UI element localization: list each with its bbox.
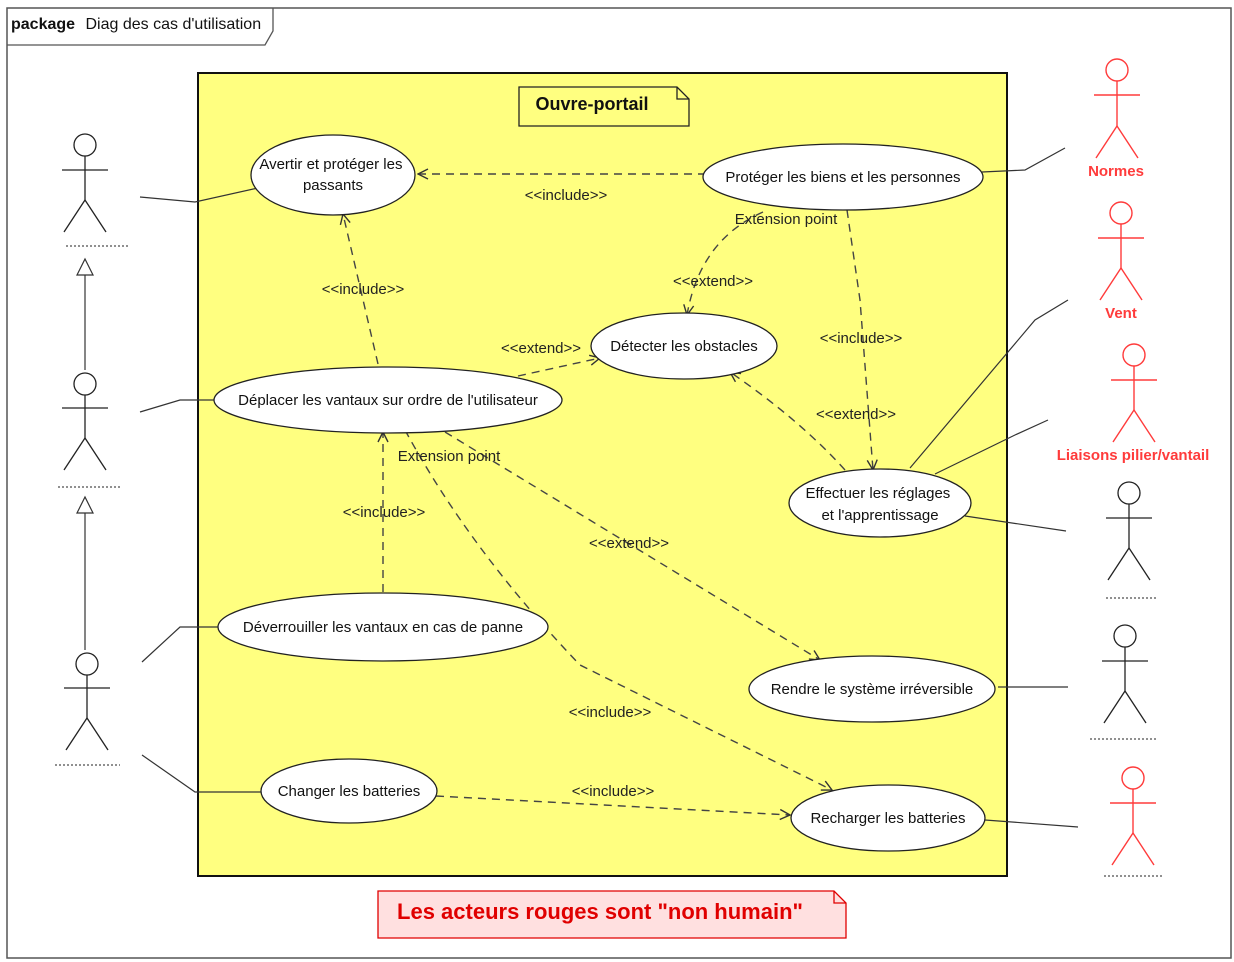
associations (139, 147, 1079, 828)
actor-head-icon (1121, 766, 1145, 790)
label-include-5: <<include>> (569, 704, 652, 721)
actor-left-1[interactable] (62, 133, 128, 247)
actor-right-2[interactable] (1090, 624, 1156, 740)
use-case-irreversible[interactable]: Rendre le système irréversible (748, 655, 996, 723)
assoc-normes-proteger (981, 147, 1066, 173)
label-include-2: <<include>> (322, 281, 405, 298)
actor-head-icon (1109, 201, 1133, 225)
use-case-deplacer[interactable]: Déplacer les vantaux sur ordre de l'util… (213, 366, 563, 434)
svg-text:Changer les batteries: Changer les batteries (278, 783, 421, 800)
assoc-left-3-changer (141, 754, 262, 793)
actor-liaisons-name: Liaisons pilier/vantail (1057, 447, 1210, 464)
assoc-vent-reglages (909, 299, 1069, 469)
label-extend-2: <<extend>> (673, 273, 753, 290)
actor-normes-name: Normes (1088, 163, 1144, 180)
label-extend-3: <<extend>> (816, 406, 896, 423)
label-extension-point-1: Extension point (735, 211, 838, 228)
use-case-changer-line-1: Changer les batteries (278, 783, 421, 800)
actor-left-2[interactable] (58, 372, 120, 488)
package-frame (6, 7, 1232, 959)
label-extension-point-2: Extension point (398, 448, 501, 465)
generalizations (76, 257, 94, 650)
use-case-deplacer-line-1: Déplacer les vantaux sur ordre de l'util… (238, 392, 538, 409)
use-case-irreversible-line-1: Rendre le système irréversible (771, 681, 974, 698)
package-label: package Diag des cas d'utilisation (11, 16, 261, 33)
extend-deplacer-irreversible (444, 431, 820, 660)
relationships (343, 174, 873, 815)
svg-text:Avertir et protéger les: Avertir et protéger les passants (259, 156, 406, 194)
use-case-proteger-line-1: Protéger les biens et les personnes (725, 169, 960, 186)
use-case-recharger-line-1: Recharger les batteries (810, 810, 965, 827)
system-name: Ouvre-portail (535, 94, 648, 114)
assoc-left-1-avertir (139, 187, 259, 203)
label-extend-1: <<extend>> (501, 340, 581, 357)
assoc-left-3-deverrouiller (141, 626, 220, 663)
svg-text:Effectuer les réglages e: Effectuer les réglages et l'apprentissag… (806, 485, 955, 524)
label-include-1: <<include>> (525, 187, 608, 204)
actor-head-icon (73, 372, 97, 396)
actor-head-icon (1117, 481, 1141, 505)
svg-text:Déverrouiller les vantaux en c: Déverrouiller les vantaux en cas de pann… (243, 619, 523, 636)
assoc-right-1-reglages (964, 515, 1067, 532)
note-text: Les acteurs rouges sont "non humain" (397, 899, 803, 924)
assoc-liaisons-reglages (934, 419, 1049, 475)
actor-head-icon (75, 652, 99, 676)
include-deplacer-avertir (343, 214, 379, 365)
svg-text:Déplacer les vantaux sur ordre: Déplacer les vantaux sur ordre de l'util… (238, 392, 538, 409)
include-proteger-reglages (846, 209, 873, 470)
use-case-avertir-line-2: passants (303, 177, 363, 194)
use-case-changer[interactable]: Changer les batteries (260, 758, 438, 824)
actor-head-icon (73, 133, 97, 157)
assoc-left-2-deplacer (139, 399, 215, 413)
svg-text:Rendre le système irréversible: Rendre le système irréversible (771, 681, 974, 698)
actor-head-icon (1113, 624, 1137, 648)
label-extend-4: <<extend>> (589, 535, 669, 552)
system-name-note: Ouvre-portail (518, 86, 690, 127)
package-tab (7, 8, 274, 46)
generalization-head-1 (76, 257, 94, 276)
actor-vent-name: Vent (1105, 305, 1137, 322)
svg-text:Protéger les biens et les pers: Protéger les biens et les personnes (725, 169, 960, 186)
use-case-deverrouiller[interactable]: Déverrouiller les vantaux en cas de pann… (217, 592, 549, 662)
generalization-head-2 (76, 495, 94, 514)
actor-left-3[interactable] (55, 652, 120, 766)
use-case-proteger[interactable]: Protéger les biens et les personnes (702, 143, 984, 211)
actor-normes[interactable] (1094, 58, 1140, 159)
actor-liaisons[interactable] (1111, 343, 1157, 443)
svg-text:Détecter les obstacles: Détecter les obstacles (610, 338, 758, 355)
actor-vent[interactable] (1098, 201, 1144, 301)
package-keyword: package (11, 16, 75, 33)
use-case-reglages-line-2: et l'apprentissage (821, 507, 938, 524)
label-include-6: <<include>> (572, 783, 655, 800)
label-include-3: <<include>> (820, 330, 903, 347)
use-case-detecter-line-1: Détecter les obstacles (610, 338, 758, 355)
use-case-reglages-line-1: Effectuer les réglages (806, 485, 951, 502)
actor-head-icon (1122, 343, 1146, 367)
include-deplacer-recharger (404, 429, 832, 790)
actor-head-icon (1105, 58, 1129, 82)
extend-proteger-detecter (687, 211, 764, 315)
note-non-human: Les acteurs rouges sont "non humain" (377, 890, 847, 939)
svg-text:Recharger les batteries: Recharger les batteries (810, 810, 965, 827)
relationship-labels: <<include>> <<include>> <<extend>> Exten… (322, 187, 903, 800)
use-case-avertir[interactable]: Avertir et protéger les passants (250, 134, 416, 216)
use-case-detecter[interactable]: Détecter les obstacles (590, 312, 778, 380)
extend-reglages-detecter (730, 372, 846, 471)
actor-right-3[interactable] (1104, 766, 1164, 877)
package-name: Diag des cas d'utilisation (86, 16, 262, 33)
assoc-right-3-recharger (984, 819, 1079, 828)
use-case-deverrouiller-line-1: Déverrouiller les vantaux en cas de pann… (243, 619, 523, 636)
use-case-reglages[interactable]: Effectuer les réglages et l'apprentissag… (788, 468, 972, 538)
use-case-recharger[interactable]: Recharger les batteries (790, 784, 986, 852)
actor-right-1[interactable] (1106, 481, 1156, 599)
label-include-4: <<include>> (343, 504, 426, 521)
use-case-avertir-line-1: Avertir et protéger les (259, 156, 402, 173)
include-changer-recharger (435, 795, 790, 815)
